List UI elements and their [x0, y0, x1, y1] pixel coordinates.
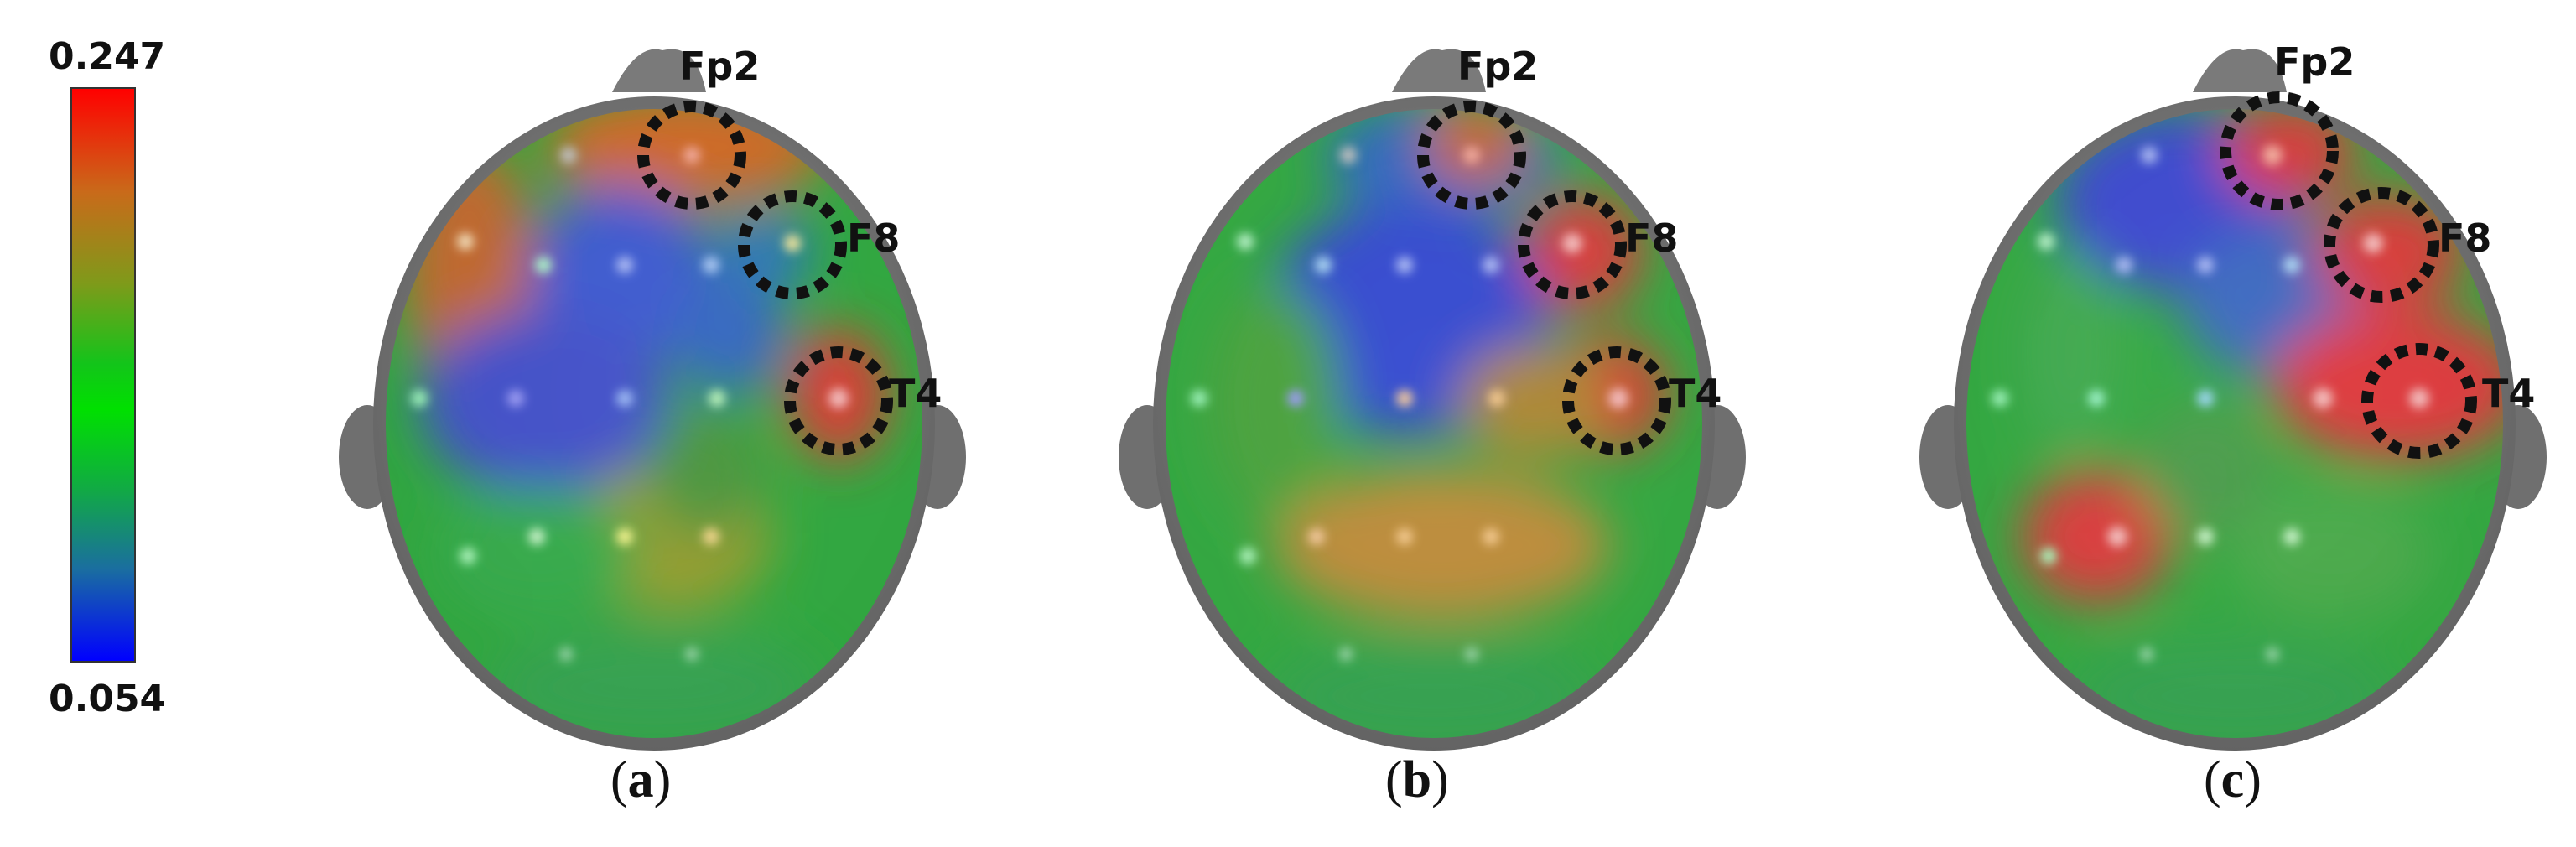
electrode-label-fp2: Fp2: [1457, 44, 1538, 89]
electrode-label-fp2: Fp2: [679, 44, 760, 89]
highlight-ring-f8: [1518, 190, 1627, 299]
nose: [2193, 49, 2287, 92]
highlight-ring-fp2: [637, 101, 746, 210]
colorbar-max-label: 0.247: [49, 35, 166, 78]
colorbar-min-label: 0.054: [49, 678, 166, 720]
panel-caption-b: (b): [1385, 751, 1449, 808]
panel-caption-c: (c): [2204, 751, 2262, 808]
highlight-ring-t4: [784, 346, 893, 455]
electrode-label-t4: T4: [2482, 371, 2535, 416]
electrode-label-f8: F8: [847, 216, 900, 261]
highlight-ring-t4: [1562, 346, 1671, 455]
head-map-b: Fp2 F8 T4: [1119, 44, 1746, 751]
nose: [1392, 49, 1486, 92]
panel-caption-a: (a): [610, 751, 672, 808]
highlight-ring-f8: [738, 190, 847, 299]
highlight-ring-f8: [2324, 187, 2439, 303]
electrode-label-t4: T4: [889, 371, 942, 416]
electrode-label-fp2: Fp2: [2274, 39, 2355, 85]
highlight-ring-t4: [2361, 343, 2477, 459]
highlight-ring-fp2: [2220, 91, 2339, 210]
highlight-ring-fp2: [1417, 101, 1526, 210]
head-map-a: Fp2 F8 T4: [339, 44, 966, 751]
electrode-label-f8: F8: [2438, 216, 2491, 261]
head-map-c: Fp2 F8 T4: [1919, 39, 2547, 751]
electrode-label-f8: F8: [1625, 216, 1678, 261]
colorbar: [70, 87, 136, 663]
nose: [612, 49, 706, 92]
electrode-label-t4: T4: [1669, 371, 1722, 416]
